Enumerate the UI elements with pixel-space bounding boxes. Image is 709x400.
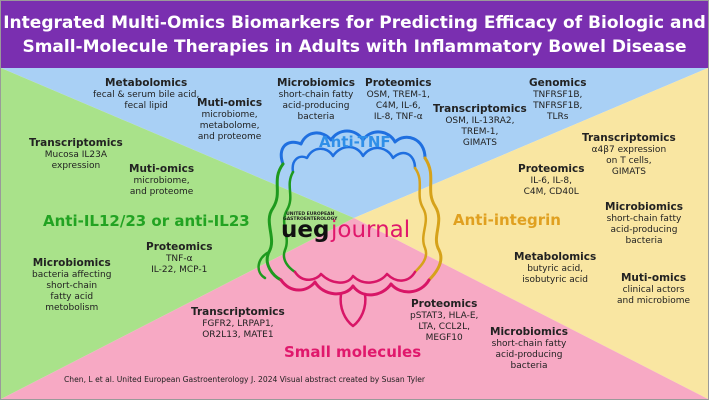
anti-il-multiomics: Muti-omics microbiome, and proteome xyxy=(129,163,195,197)
logo-ueg: ueg xyxy=(281,217,330,243)
anti-tnf-region xyxy=(1,68,708,218)
anti-integrin-microbiomics: Microbiomics short-chain fatty acid-prod… xyxy=(605,201,684,246)
anti-integrin-proteomics: Proteomics IL-6, IL-8, C4M, CD40L xyxy=(518,163,585,197)
anti-il-proteomics: Proteomics TNF-α IL-22, MCP-1 xyxy=(146,241,213,275)
quadrant-diagram xyxy=(1,68,708,399)
logo-small-line-1: UNITED EUROPEAN xyxy=(286,212,335,217)
small-molecules-label: Small molecules xyxy=(284,343,422,361)
anti-tnf-multiomics: Muti-omics microbiome, metabolome, and p… xyxy=(197,97,263,142)
anti-tnf-transcriptomics: Transcriptomics OSM, IL-13RA2, TREM-1, G… xyxy=(433,103,527,148)
small-molecules-proteomics: Proteomics pSTAT3, HLA-E, LTA, CCL2L, ME… xyxy=(410,298,479,343)
anti-integrin-transcriptomics: Transcriptomics α4β7 expression on T cel… xyxy=(582,132,676,177)
small-molecules-microbiomics: Microbiomics short-chain fatty acid-prod… xyxy=(490,326,569,371)
small-molecules-region xyxy=(1,218,708,399)
anti-tnf-genomics: Genomics TNFRSF1B, TNFRSF1B, TLRs xyxy=(529,77,587,122)
anti-tnf-microbiomics: Microbiomics short-chain fatty acid-prod… xyxy=(277,77,356,122)
anti-il-transcriptomics: Transcriptomics Mucosa IL23A expression xyxy=(29,137,123,171)
logo-small-text: UNITED EUROPEAN GASTROENTEROLOGY xyxy=(283,212,337,222)
colon-icon xyxy=(257,129,443,328)
anti-integrin-multiomics: Muti-omics clinical actors and microbiom… xyxy=(617,272,691,306)
small-molecules-transcriptomics: Transcriptomics FGFR2, LRPAP1, OR2L13, M… xyxy=(191,306,285,340)
logo-small-line-2: GASTROENTEROLOGY xyxy=(283,217,338,222)
anti-integrin-metabolomics: Metabolomics butyric acid, isobutyric ac… xyxy=(514,251,597,285)
citation-text: Chen, L et al. United European Gastroent… xyxy=(64,375,425,384)
anti-integrin-label: Anti-integrin xyxy=(453,211,561,229)
anti-tnf-proteomics: Proteomics OSM, TREM-1, C4M, IL-6, IL-8,… xyxy=(365,77,432,122)
anti-tnf-metabolomics: Metabolomics fecal & serum bile acid, fe… xyxy=(93,77,200,111)
logo-journal: journal xyxy=(331,217,411,243)
anti-il-microbiomics: Microbiomics bacteria affecting short-ch… xyxy=(32,257,112,313)
title-banner: Integrated Multi-Omics Biomarkers for Pr… xyxy=(1,1,708,68)
title-line-1: Integrated Multi-Omics Biomarkers for Pr… xyxy=(3,13,706,33)
anti-tnf-label: Anti-TNF xyxy=(319,133,391,151)
anti-il-label: Anti-IL12/23 or anti-IL23 xyxy=(43,212,250,230)
title-line-2: Small-Molecule Therapies in Adults with … xyxy=(22,37,687,57)
anti-integrin-region xyxy=(354,68,708,399)
anti-il-region xyxy=(1,68,354,399)
